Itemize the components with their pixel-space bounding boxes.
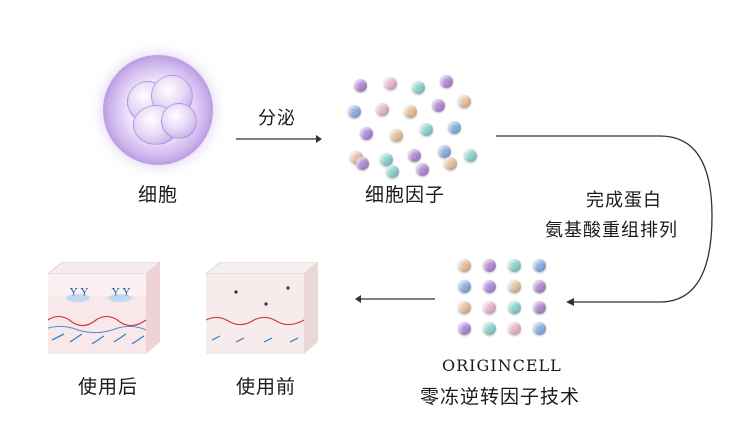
after-label: 使用后 [78,372,138,399]
reorganized-factor-dot [483,322,496,335]
cell-factor-dot [360,127,373,140]
before-label: 使用前 [236,372,296,399]
cell-factor-dot [390,129,403,142]
factors-label: 细胞因子 [365,180,445,207]
skin-before-cube [206,262,318,354]
process-line2: 氨基酸重组排列 [545,216,678,242]
secrete-arrow [236,132,322,146]
cell-factor-dot [376,103,389,116]
cell-factor-dot [458,95,471,108]
reorganized-factor-dot [533,259,546,272]
cell-factor-dot [416,163,429,176]
reorganized-factor-dot [458,301,471,314]
cell-factor-cluster [340,65,480,175]
cell-factor-dot [412,81,425,94]
cell-factor-dot [348,105,361,118]
cell-factor-dot [408,149,421,162]
cell-factor-dot [354,79,367,92]
brand-label: ORIGINCELL [442,356,562,375]
reorganized-factor-dot [533,301,546,314]
cell-factor-dot [444,157,457,170]
reorganized-factor-dot [533,280,546,293]
result-arrow [355,292,435,306]
reorganized-factor-dot [508,259,521,272]
cell-factor-dot [386,165,399,178]
cell-label: 细胞 [138,180,178,207]
cell-factor-dot [464,149,477,162]
reorganized-factor-grid [448,255,558,345]
reorganized-factor-dot [483,301,496,314]
cell-factor-dot [420,123,433,136]
cell-factor-dot [404,105,417,118]
reorganized-factor-dot [458,322,471,335]
reorganized-factor-dot [483,259,496,272]
reorganized-factor-dot [533,322,546,335]
reorganized-factor-dot [458,280,471,293]
reorganized-factor-dot [508,280,521,293]
reorganized-factor-dot [508,301,521,314]
process-line1: 完成蛋白 [586,186,662,212]
reorganized-factor-dot [458,259,471,272]
reorganized-factor-dot [483,280,496,293]
reorganized-factor-dot [508,322,521,335]
cell-factor-dot [384,77,397,90]
cell-factor-dot [448,121,461,134]
cell-factor-dot [356,157,369,170]
skin-after-cube: Y Y Y Y [48,262,160,354]
cell-factor-dot [432,99,445,112]
cell-factor-dot [440,75,453,88]
cell-illustration [103,55,213,165]
secrete-label: 分泌 [258,104,296,130]
tech-label: 零冻逆转因子技术 [420,382,580,409]
